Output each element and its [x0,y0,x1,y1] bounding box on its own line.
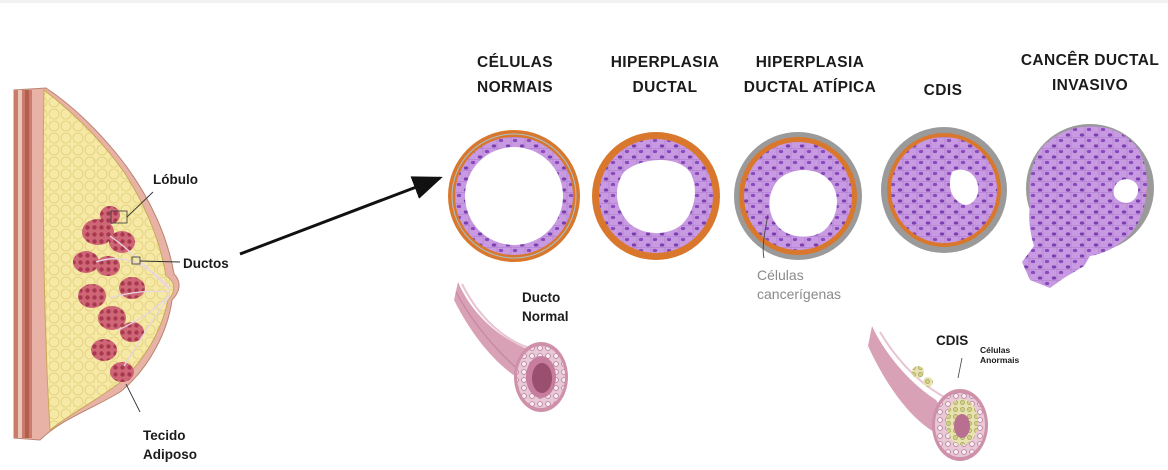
cancer-cells-label: Células cancerígenas [757,266,841,304]
fat-tissue-label: Tecido Adiposo [143,426,197,464]
breast-illustration [14,88,180,440]
stage-heading-normal-line2: NORMAIS [460,75,570,100]
cancer-cells-label-line1: Células [757,267,804,283]
stage-heading-invasive-line2: INVASIVO [1016,73,1164,98]
stage-heading-normal-line1: CÉLULAS [460,50,570,75]
stage-heading-invasive-line1: CANCÊR DUCTAL [1016,48,1164,73]
cdis-duct-tube [868,326,988,461]
normal-duct-label-line1: Ducto [522,290,560,305]
fat-tissue-label-line2: Adiposo [143,447,197,462]
zoom-arrow [240,178,440,254]
ducts-label: Ductos [183,254,229,273]
normal-duct-label-line2: Normal [522,309,569,324]
stage-heading-atypical-line2: DUCTAL ATÍPICA [736,75,884,100]
fat-tissue-label-line1: Tecido [143,428,186,443]
abnormal-cells-leader [958,358,962,378]
abnormal-cells-label-line1: Células [980,345,1010,355]
stage-heading-hyperplasia: HIPERPLASIA DUCTAL [600,50,730,100]
duct-stage-normal [448,130,580,262]
duct-stage-cdis [881,127,1007,253]
cancer-cells-label-line2: cancerígenas [757,286,841,302]
duct-stage-atypical [734,132,862,260]
stage-heading-atypical-line1: HIPERPLASIA [736,50,884,75]
stage-heading-atypical: HIPERPLASIA DUCTAL ATÍPICA [736,50,884,100]
stage-heading-hyperplasia-line1: HIPERPLASIA [600,50,730,75]
stage-heading-cdis-line1: CDIS [900,78,986,103]
stage-heading-invasive: CANCÊR DUCTAL INVASIVO [1016,48,1164,98]
stage-heading-cdis: CDIS [900,78,986,103]
normal-duct-label: Ducto Normal [522,288,569,326]
cdis-duct-label: CDIS [936,331,968,350]
lobule-label: Lóbulo [153,170,198,189]
stage-heading-hyperplasia-line2: DUCTAL [600,75,730,100]
fat-leader [126,384,140,412]
abnormal-cells-label-line2: Anormais [980,355,1019,365]
duct-stage-invasive [1022,124,1154,288]
duct-stage-hyperplasia [592,132,720,260]
stage-heading-normal: CÉLULAS NORMAIS [460,50,570,100]
abnormal-cells-label: Células Anormais [980,345,1019,365]
